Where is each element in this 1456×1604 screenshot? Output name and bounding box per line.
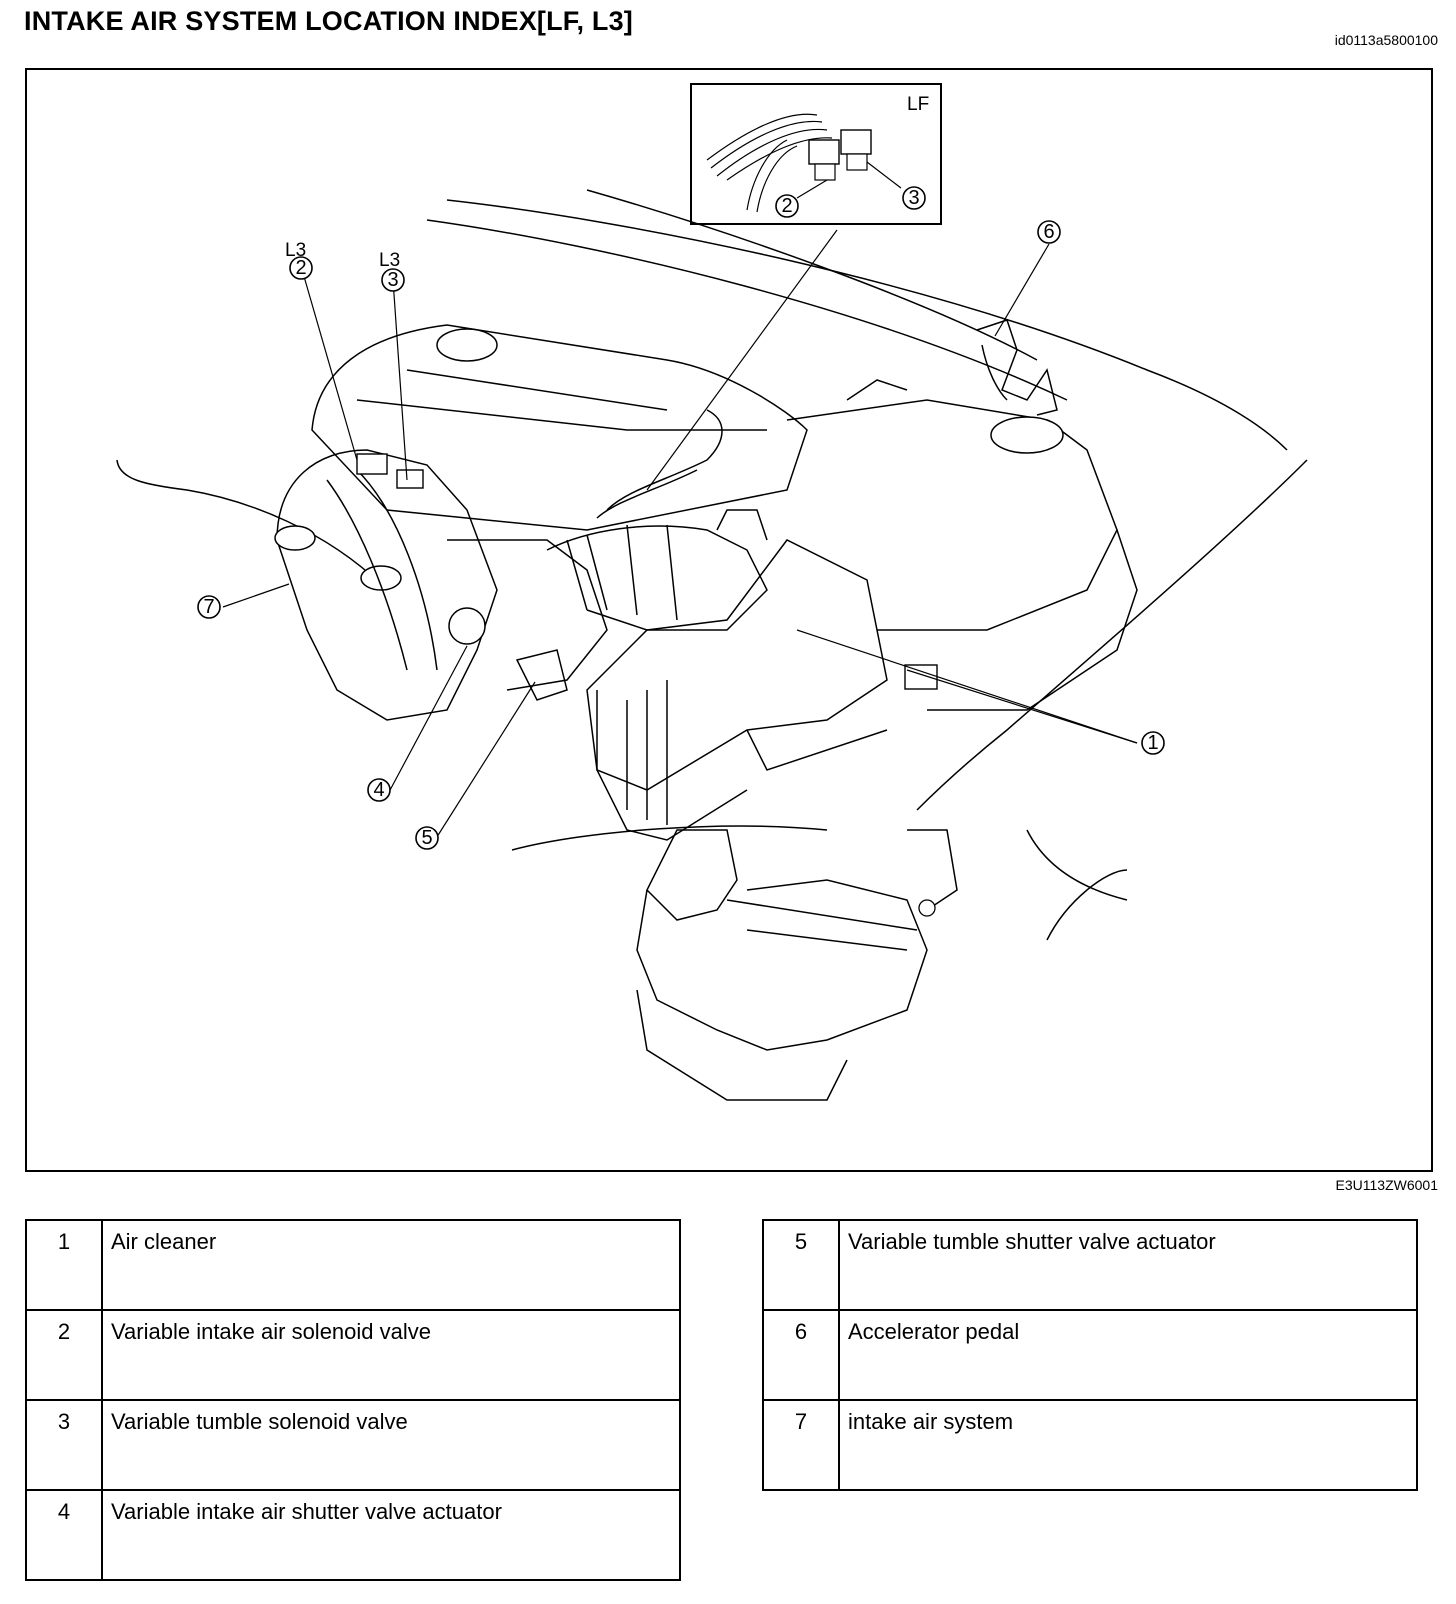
leader-lines [222,229,1138,841]
callout-7: 7 [197,595,221,619]
svg-text:2: 2 [295,257,306,279]
document-id: id0113a5800100 [1334,32,1438,48]
intake-manifold [274,449,608,721]
callout-2-l3: 2 [289,256,313,280]
legend-row: 7 intake air system [762,1399,1418,1491]
legend-row: 1 Air cleaner [25,1219,681,1311]
body-outline [116,189,1308,941]
engine-head [311,324,1138,711]
legend-name: Accelerator pedal [838,1309,1418,1401]
legend-number: 5 [762,1219,840,1311]
callout-3-lf: 3 [902,186,926,210]
lf-inset: LF [690,83,942,225]
engine-illustration: LF [116,83,1308,1101]
legend-number: 6 [762,1309,840,1401]
callout-2-lf: 2 [775,194,799,218]
legend-name: Air cleaner [101,1219,681,1311]
page-title: INTAKE AIR SYSTEM LOCATION INDEX[LF, L3] [24,6,634,36]
legend-row: 3 Variable tumble solenoid valve [25,1399,681,1491]
lower-intake-duct [636,829,958,1101]
svg-text:2: 2 [781,195,792,217]
l3-label-tumble: L3 [379,250,400,271]
callout-1: 1 [1141,731,1165,755]
legend-name: Variable intake air solenoid valve [101,1309,681,1401]
legend-number: 4 [25,1489,103,1581]
legend-number: 2 [25,1309,103,1401]
svg-text:7: 7 [203,596,214,618]
svg-text:1: 1 [1147,732,1158,754]
intake-duct [546,509,768,631]
svg-text:3: 3 [908,187,919,209]
svg-text:4: 4 [373,779,384,801]
engine-diagram: LF [25,68,1433,1172]
legend-table-right: 5 Variable tumble shutter valve actuator… [762,1219,1418,1491]
accelerator-pedal [976,319,1058,416]
legend-name: intake air system [838,1399,1418,1491]
legend-name: Variable tumble shutter valve actuator [838,1219,1418,1311]
callout-3-l3: 3 [381,268,405,292]
svg-text:3: 3 [387,269,398,291]
l3-label-solenoid: L3 [285,240,306,261]
callout-4: 4 [367,778,391,802]
air-cleaner-box [586,539,938,841]
svg-text:6: 6 [1043,221,1054,243]
inset-label: LF [907,94,929,115]
svg-text:5: 5 [421,827,432,849]
legend-row: 5 Variable tumble shutter valve actuator [762,1219,1418,1311]
vacuum-hose [596,409,723,519]
legend-table-left: 1 Air cleaner 2 Variable intake air sole… [25,1219,681,1581]
figure-code: E3U113ZW6001 [1335,1177,1438,1193]
callout-5: 5 [415,826,439,850]
callout-6: 6 [1037,220,1061,244]
legend-row: 2 Variable intake air solenoid valve [25,1309,681,1401]
legend-name: Variable tumble solenoid valve [101,1399,681,1491]
legend-row: 6 Accelerator pedal [762,1309,1418,1401]
legend-number: 3 [25,1399,103,1491]
legend-row: 4 Variable intake air shutter valve actu… [25,1489,681,1581]
legend-number: 1 [25,1219,103,1311]
legend-number: 7 [762,1399,840,1491]
legend-name: Variable intake air shutter valve actuat… [101,1489,681,1581]
